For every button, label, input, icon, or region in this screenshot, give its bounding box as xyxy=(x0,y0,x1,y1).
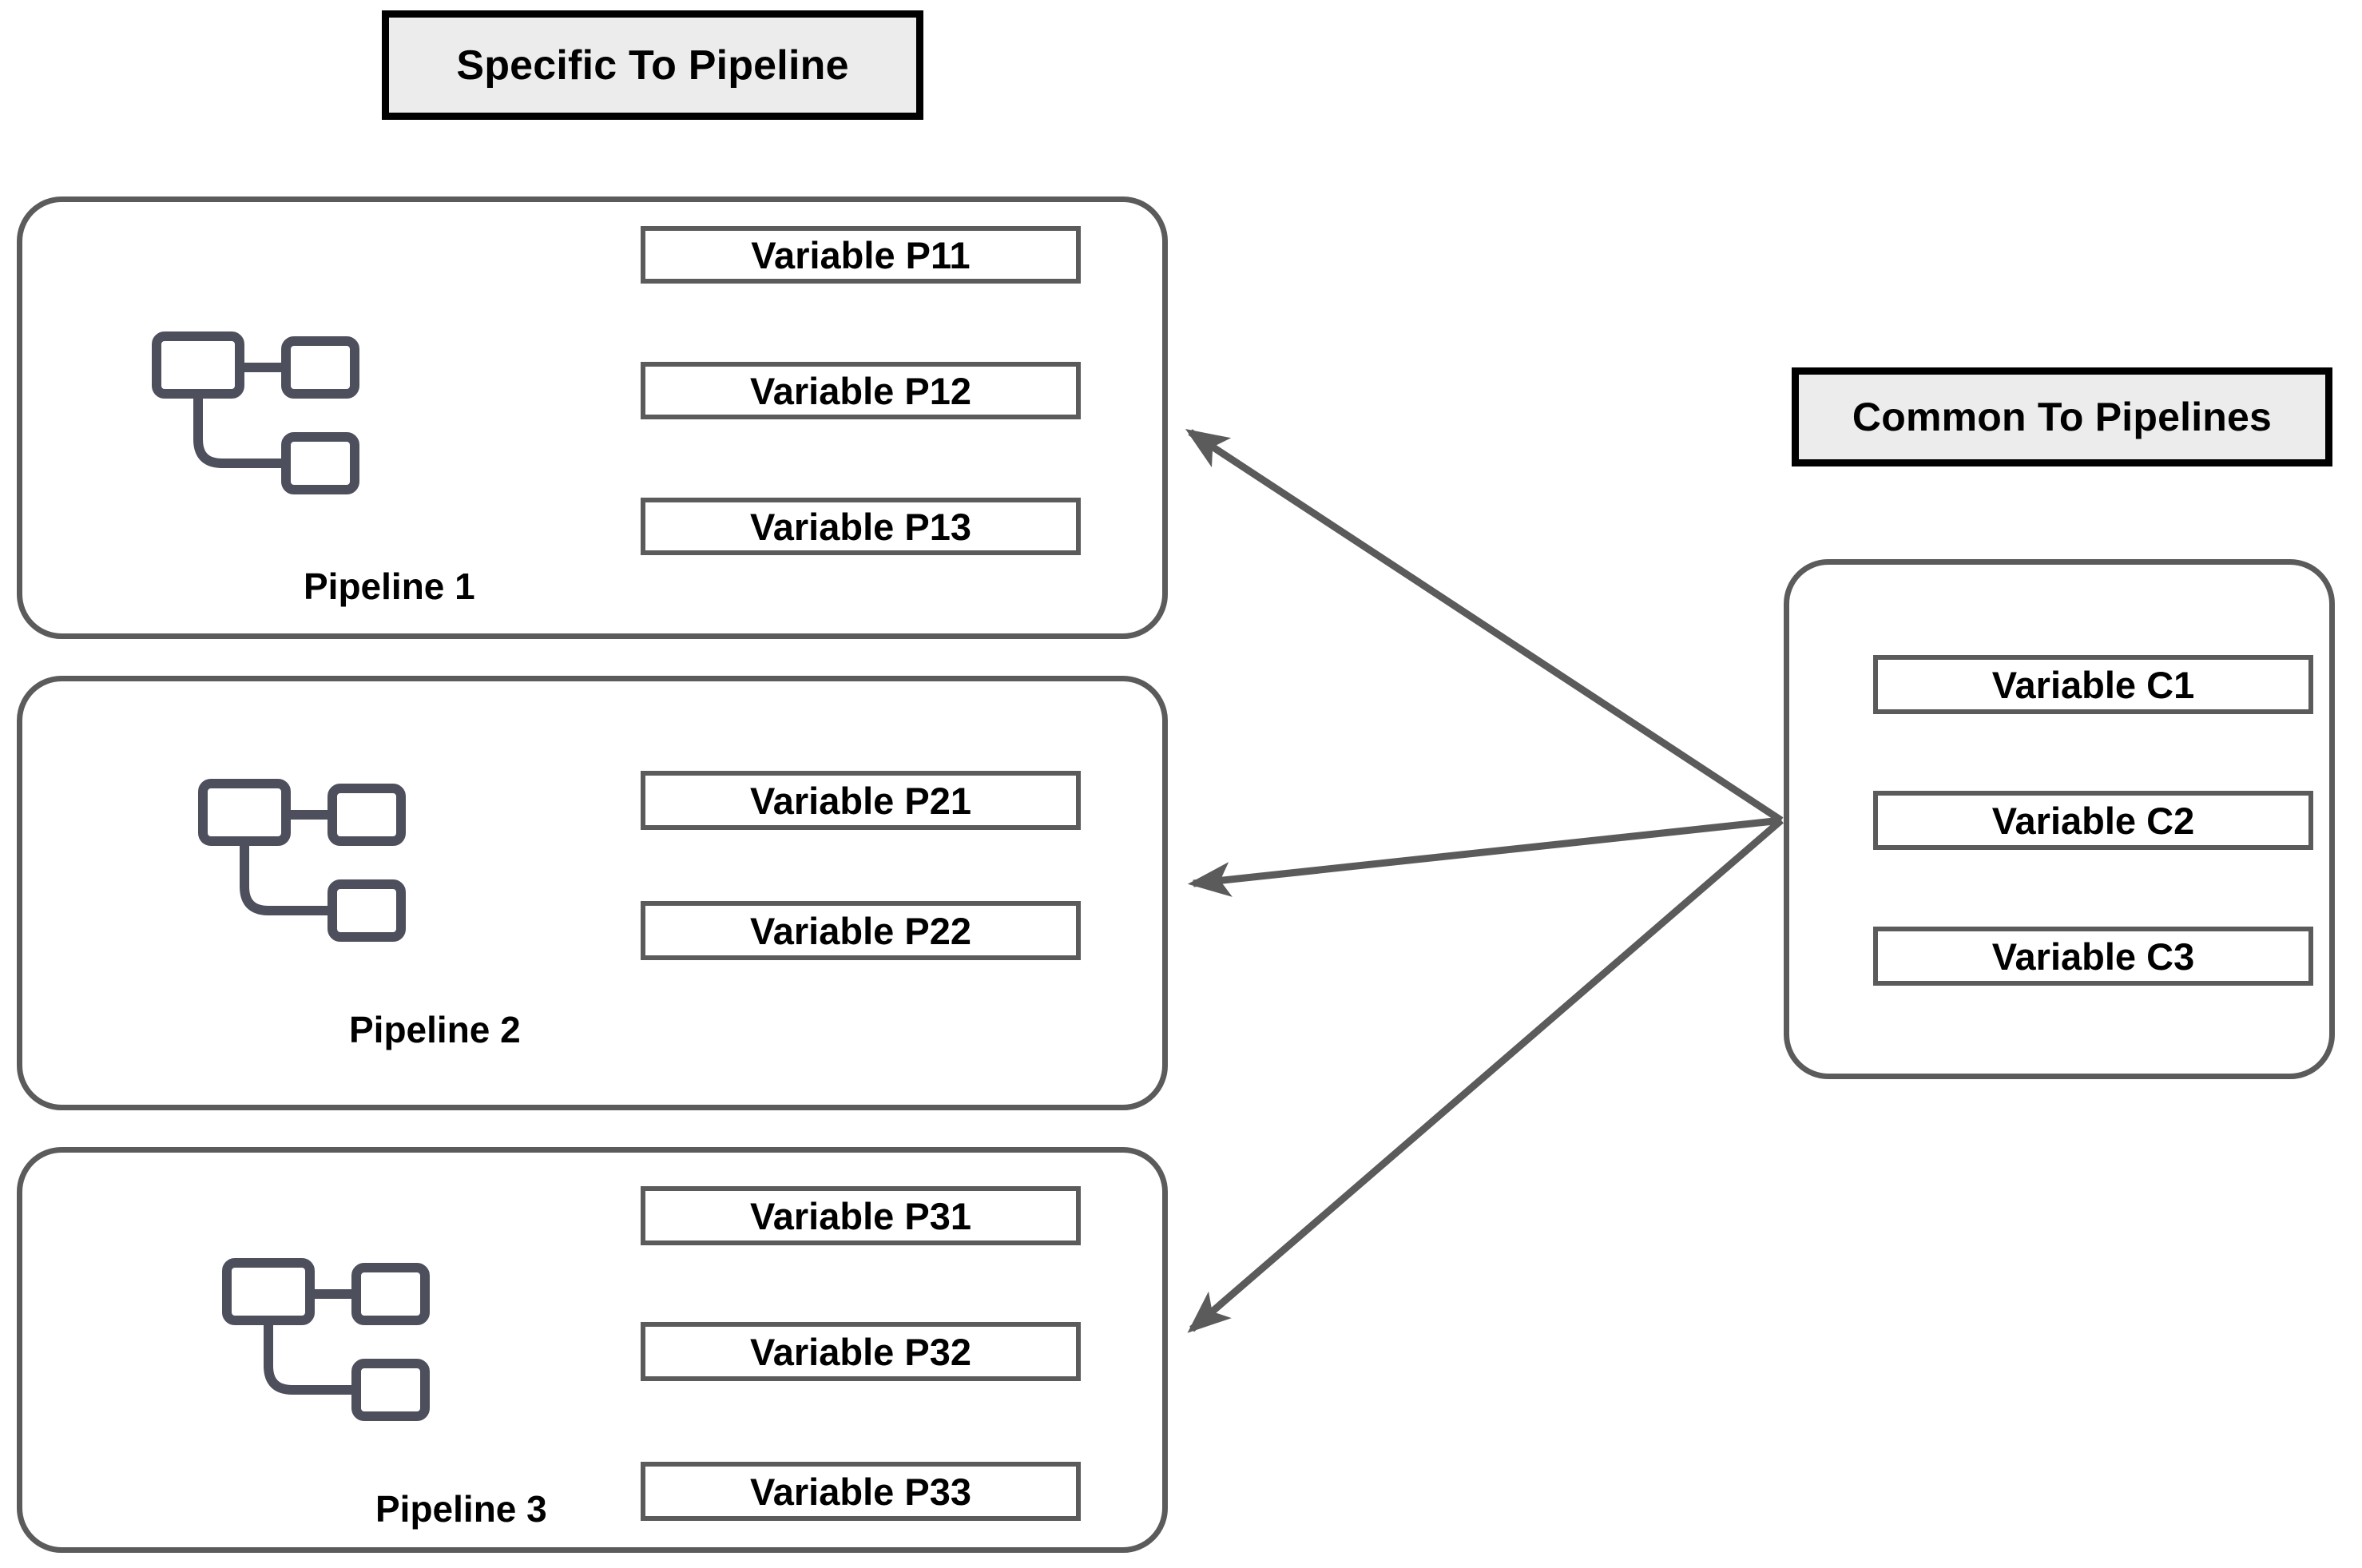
pipeline-flow-icon xyxy=(152,331,359,494)
variable-box-c1[interactable]: Variable C1 xyxy=(1873,655,2313,714)
pipeline-flow-icon xyxy=(198,779,406,942)
pipeline-card-2 xyxy=(17,676,1168,1110)
variable-box-p11[interactable]: Variable P11 xyxy=(641,226,1081,284)
pipeline-3-caption: Pipeline 3 xyxy=(375,1488,547,1530)
arrow-common-to-pipeline-3 xyxy=(1187,817,1784,1333)
arrow-common-to-pipeline-1 xyxy=(1185,429,1784,824)
variable-box-p13[interactable]: Variable P13 xyxy=(641,498,1081,555)
common-to-pipelines-title: Common To Pipelines xyxy=(1792,367,2332,466)
variable-box-p31[interactable]: Variable P31 xyxy=(641,1186,1081,1245)
variable-box-p21[interactable]: Variable P21 xyxy=(641,771,1081,830)
pipeline-1-caption: Pipeline 1 xyxy=(304,566,475,607)
variable-box-p33[interactable]: Variable P33 xyxy=(641,1462,1081,1521)
variable-box-c3[interactable]: Variable C3 xyxy=(1873,927,2313,986)
variable-box-p22[interactable]: Variable P22 xyxy=(641,901,1081,960)
variable-box-p32[interactable]: Variable P32 xyxy=(641,1322,1081,1381)
variable-box-p12[interactable]: Variable P12 xyxy=(641,362,1081,419)
pipeline-flow-icon xyxy=(222,1258,430,1421)
pipeline-2-caption: Pipeline 2 xyxy=(349,1009,521,1050)
arrow-common-to-pipeline-2 xyxy=(1187,816,1782,897)
variable-box-c2[interactable]: Variable C2 xyxy=(1873,791,2313,850)
specific-to-pipeline-title: Specific To Pipeline xyxy=(382,10,923,120)
